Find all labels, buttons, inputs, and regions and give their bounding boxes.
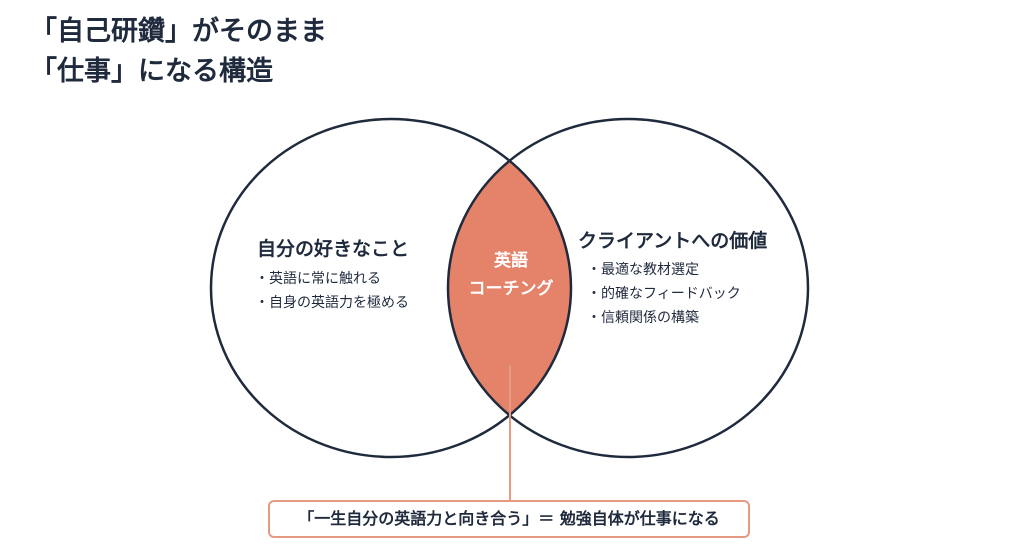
right-list: ・最適な教材選定 ・的確なフィードバック ・信頼関係の構築 bbox=[587, 258, 741, 330]
title-line-1: 「自己研鑽」がそのまま bbox=[30, 16, 327, 47]
left-circle bbox=[209, 117, 573, 459]
title-line-2: 「仕事」になる構造 bbox=[30, 56, 273, 87]
overlap-label-line-1: 英語 bbox=[494, 251, 528, 271]
list-item: ・的確なフィードバック bbox=[587, 286, 741, 302]
overlap-label-line-2: コーチング bbox=[468, 279, 554, 299]
list-item: ・信頼関係の構築 bbox=[587, 310, 699, 326]
caption-box: 「一生自分の英語力と向き合う」＝ 勉強自体が仕事になる bbox=[268, 500, 750, 538]
left-heading: 自分の好きなこと bbox=[257, 238, 410, 260]
left-list: ・英語に常に触れる ・自身の英語力を極める bbox=[255, 267, 409, 315]
list-item: ・自身の英語力を極める bbox=[255, 295, 409, 311]
overlap-label: 英語 コーチング bbox=[450, 247, 572, 303]
page-title: 「自己研鑽」がそのまま 「仕事」になる構造 bbox=[30, 12, 327, 92]
lens-overlap bbox=[448, 119, 571, 457]
right-heading: クライアントへの価値 bbox=[578, 230, 768, 252]
list-item: ・英語に常に触れる bbox=[255, 271, 381, 287]
right-circle bbox=[446, 117, 810, 459]
list-item: ・最適な教材選定 bbox=[587, 262, 699, 278]
